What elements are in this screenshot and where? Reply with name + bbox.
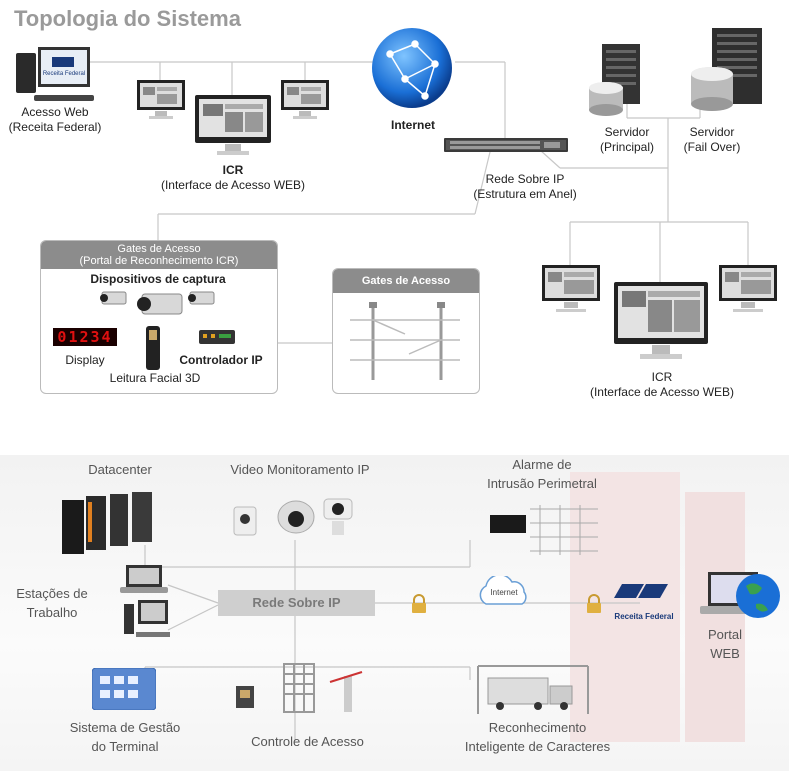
icr-monitor-icon xyxy=(614,282,708,369)
display-icon: 01234 xyxy=(53,328,117,346)
lock-icon xyxy=(585,594,603,619)
receita-logo-text: Receita Federal xyxy=(43,71,85,77)
workstation-icon xyxy=(124,600,170,645)
facial-reader-icon xyxy=(144,326,162,375)
monitor-icon xyxy=(137,80,185,125)
datacenter-label: Datacenter xyxy=(88,462,152,477)
gates-acesso-title: Gates de Acesso xyxy=(333,269,479,293)
video-label: Video Monitoramento IP xyxy=(230,462,370,477)
controller-icon xyxy=(199,328,235,351)
monitor-icon xyxy=(542,265,600,320)
acesso-web-computer: Receita Federal xyxy=(14,45,98,105)
turnstile-gate-icon xyxy=(345,300,467,389)
rede-sobre-ip-box: Rede Sobre IP xyxy=(218,590,375,616)
lock-icon xyxy=(410,594,428,619)
server-icon xyxy=(690,28,766,119)
internet-cloud-label: Internet xyxy=(490,588,518,597)
acesso-web-label: Acesso Web(Receita Federal) xyxy=(8,105,102,134)
terminal-system-icon xyxy=(91,667,157,715)
perimeter-fence-icon xyxy=(490,505,600,562)
server-icon xyxy=(588,44,646,121)
receita-federal-logo xyxy=(614,584,674,615)
controle-label: Controle de Acesso xyxy=(251,734,364,749)
gates-portal-title: Gates de Acesso(Portal de Reconhecimento… xyxy=(41,241,277,269)
display-label: Display xyxy=(65,353,105,367)
gates-acesso-panel: Gates de Acesso xyxy=(332,268,480,394)
rede-ip-label: Rede Sobre IP(Estrutura em Anel) xyxy=(473,172,577,201)
icr-right-label: ICR(Interface de Acesso WEB) xyxy=(589,370,735,399)
network-switch-icon xyxy=(444,135,568,160)
dispositivos-label: Dispositivos de captura xyxy=(90,272,226,286)
monitor-icon xyxy=(281,80,329,125)
page-title: Topologia do Sistema xyxy=(14,6,241,31)
icr-monitor-icon xyxy=(195,95,271,162)
access-control-icon xyxy=(232,660,368,721)
monitor-icon xyxy=(719,265,777,320)
receita-federal-label: Receita Federal xyxy=(614,612,674,621)
ip-camera-icon xyxy=(232,493,360,546)
gates-portal-panel: Gates de Acesso(Portal de Reconhecimento… xyxy=(40,240,278,394)
servidor-failover-label: Servidor(Fail Over) xyxy=(683,125,741,154)
servidor-principal-label: Servidor(Principal) xyxy=(599,125,654,154)
controlador-label: Controlador IP xyxy=(179,353,263,367)
internet-label: Internet xyxy=(390,118,435,132)
leitura-facial-label: Leitura Facial 3D xyxy=(109,371,201,385)
computer-icon: Receita Federal xyxy=(16,47,94,101)
camera-icon xyxy=(98,288,228,329)
icr-left-label: ICR(Interface de Acesso WEB) xyxy=(160,163,306,192)
portal-laptop-globe-icon xyxy=(690,568,786,633)
cloud-icon xyxy=(472,574,536,613)
ocr-portal-truck-icon xyxy=(468,660,598,721)
laptop-icon xyxy=(120,565,168,600)
datacenter-icon xyxy=(62,492,154,559)
internet-globe-icon xyxy=(370,24,456,121)
